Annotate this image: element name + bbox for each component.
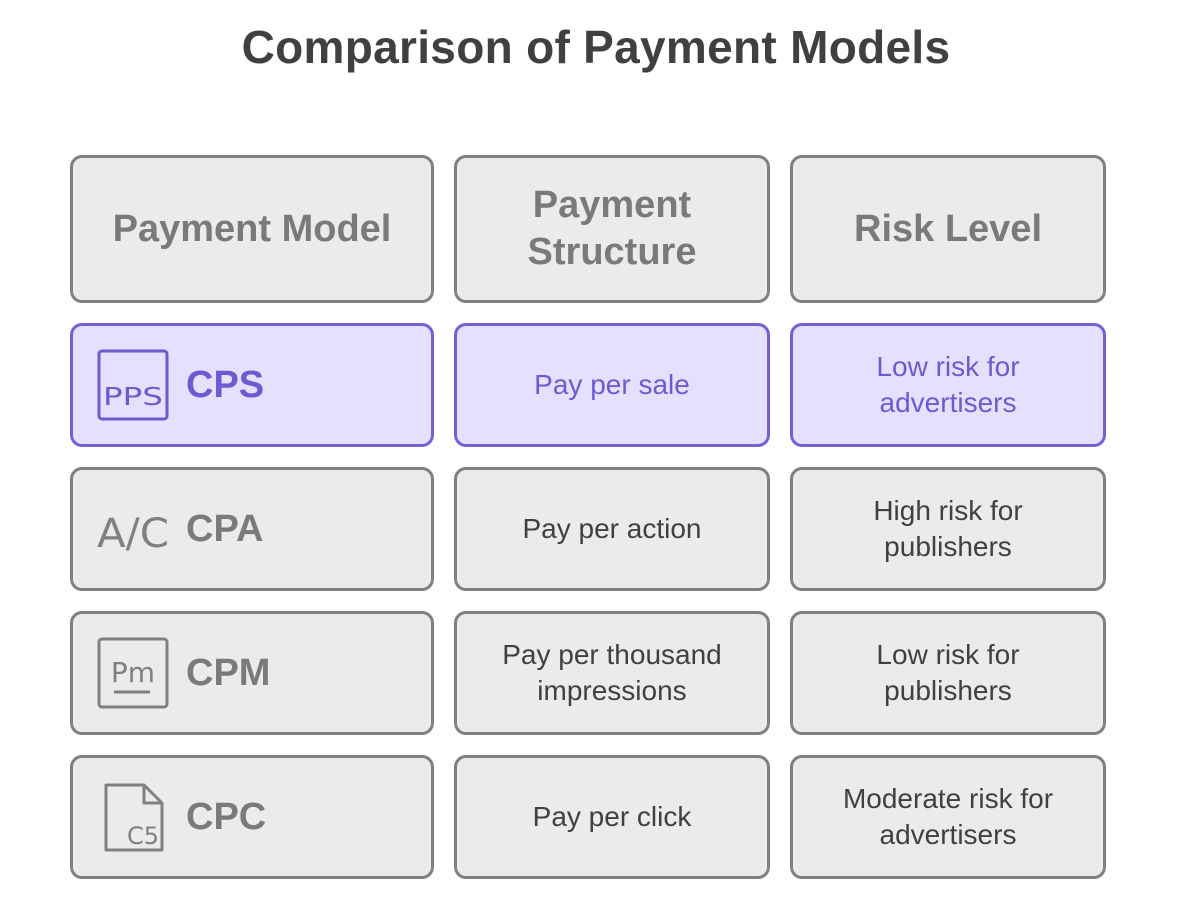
risk-text-cpm-line1: Low risk for xyxy=(876,639,1020,670)
svg-text:C5: C5 xyxy=(127,822,159,850)
structure-text-cpm-line2: impressions xyxy=(537,675,687,706)
risk-cell-cpc: Moderate risk for advertisers xyxy=(790,755,1106,879)
model-label-cpm: CPM xyxy=(186,651,271,694)
header-risk-level: Risk Level xyxy=(790,155,1106,303)
structure-cell-cpa: Pay per action xyxy=(454,467,770,591)
structure-text-cpm-line1: Pay per thousand xyxy=(502,639,722,670)
svg-text:Pm: Pm xyxy=(111,656,155,689)
structure-text-cps: Pay per sale xyxy=(534,369,690,400)
risk-text-cpc-line2: advertisers xyxy=(879,819,1017,850)
header-payment-structure-line1: Payment xyxy=(532,184,692,226)
header-payment-structure-line2: Structure xyxy=(527,231,697,273)
structure-text-cpa: Pay per action xyxy=(522,513,702,544)
structure-cell-cpm: Pay per thousand impressions xyxy=(454,611,770,735)
model-label-cpa: CPA xyxy=(186,507,264,550)
risk-text-cpa-line1: High risk for xyxy=(873,495,1023,526)
model-cell-cpa: A/C CPA xyxy=(70,467,434,591)
risk-text-cps-line2: advertisers xyxy=(879,387,1017,418)
header-risk-level-label: Risk Level xyxy=(854,207,1042,250)
structure-cell-cps: Pay per sale xyxy=(454,323,770,447)
risk-cell-cpa: High risk for publishers xyxy=(790,467,1106,591)
risk-cell-cpm: Low risk for publishers xyxy=(790,611,1106,735)
model-cell-cps: PPS CPS xyxy=(70,323,434,447)
model-cell-cpm: Pm CPM xyxy=(70,611,434,735)
structure-text-cpc: Pay per click xyxy=(532,801,692,832)
ac-icon: A/C xyxy=(97,511,169,557)
pm-icon: Pm xyxy=(97,637,169,709)
pps-icon: PPS xyxy=(97,349,169,421)
model-label-cpc: CPC xyxy=(186,795,267,838)
header-payment-model: Payment Model xyxy=(70,155,434,303)
risk-text-cpc-line1: Moderate risk for xyxy=(842,783,1054,814)
risk-text-cpm-line2: publishers xyxy=(884,675,1012,706)
model-cell-cpc: C5 CPC xyxy=(70,755,434,879)
page-title: Comparison of Payment Models xyxy=(241,21,951,73)
risk-cell-cps: Low risk for advertisers xyxy=(790,323,1106,447)
header-payment-structure: Payment Structure xyxy=(454,155,770,303)
model-label-cps: CPS xyxy=(186,363,265,406)
risk-text-cpa-line2: publishers xyxy=(884,531,1012,562)
risk-text-cps-line1: Low risk for xyxy=(876,351,1020,382)
svg-text:A/C: A/C xyxy=(97,511,169,557)
header-payment-model-label: Payment Model xyxy=(112,207,392,250)
svg-text:PPS: PPS xyxy=(103,382,163,411)
c5-document-icon: C5 xyxy=(104,783,164,852)
structure-cell-cpc: Pay per click xyxy=(454,755,770,879)
